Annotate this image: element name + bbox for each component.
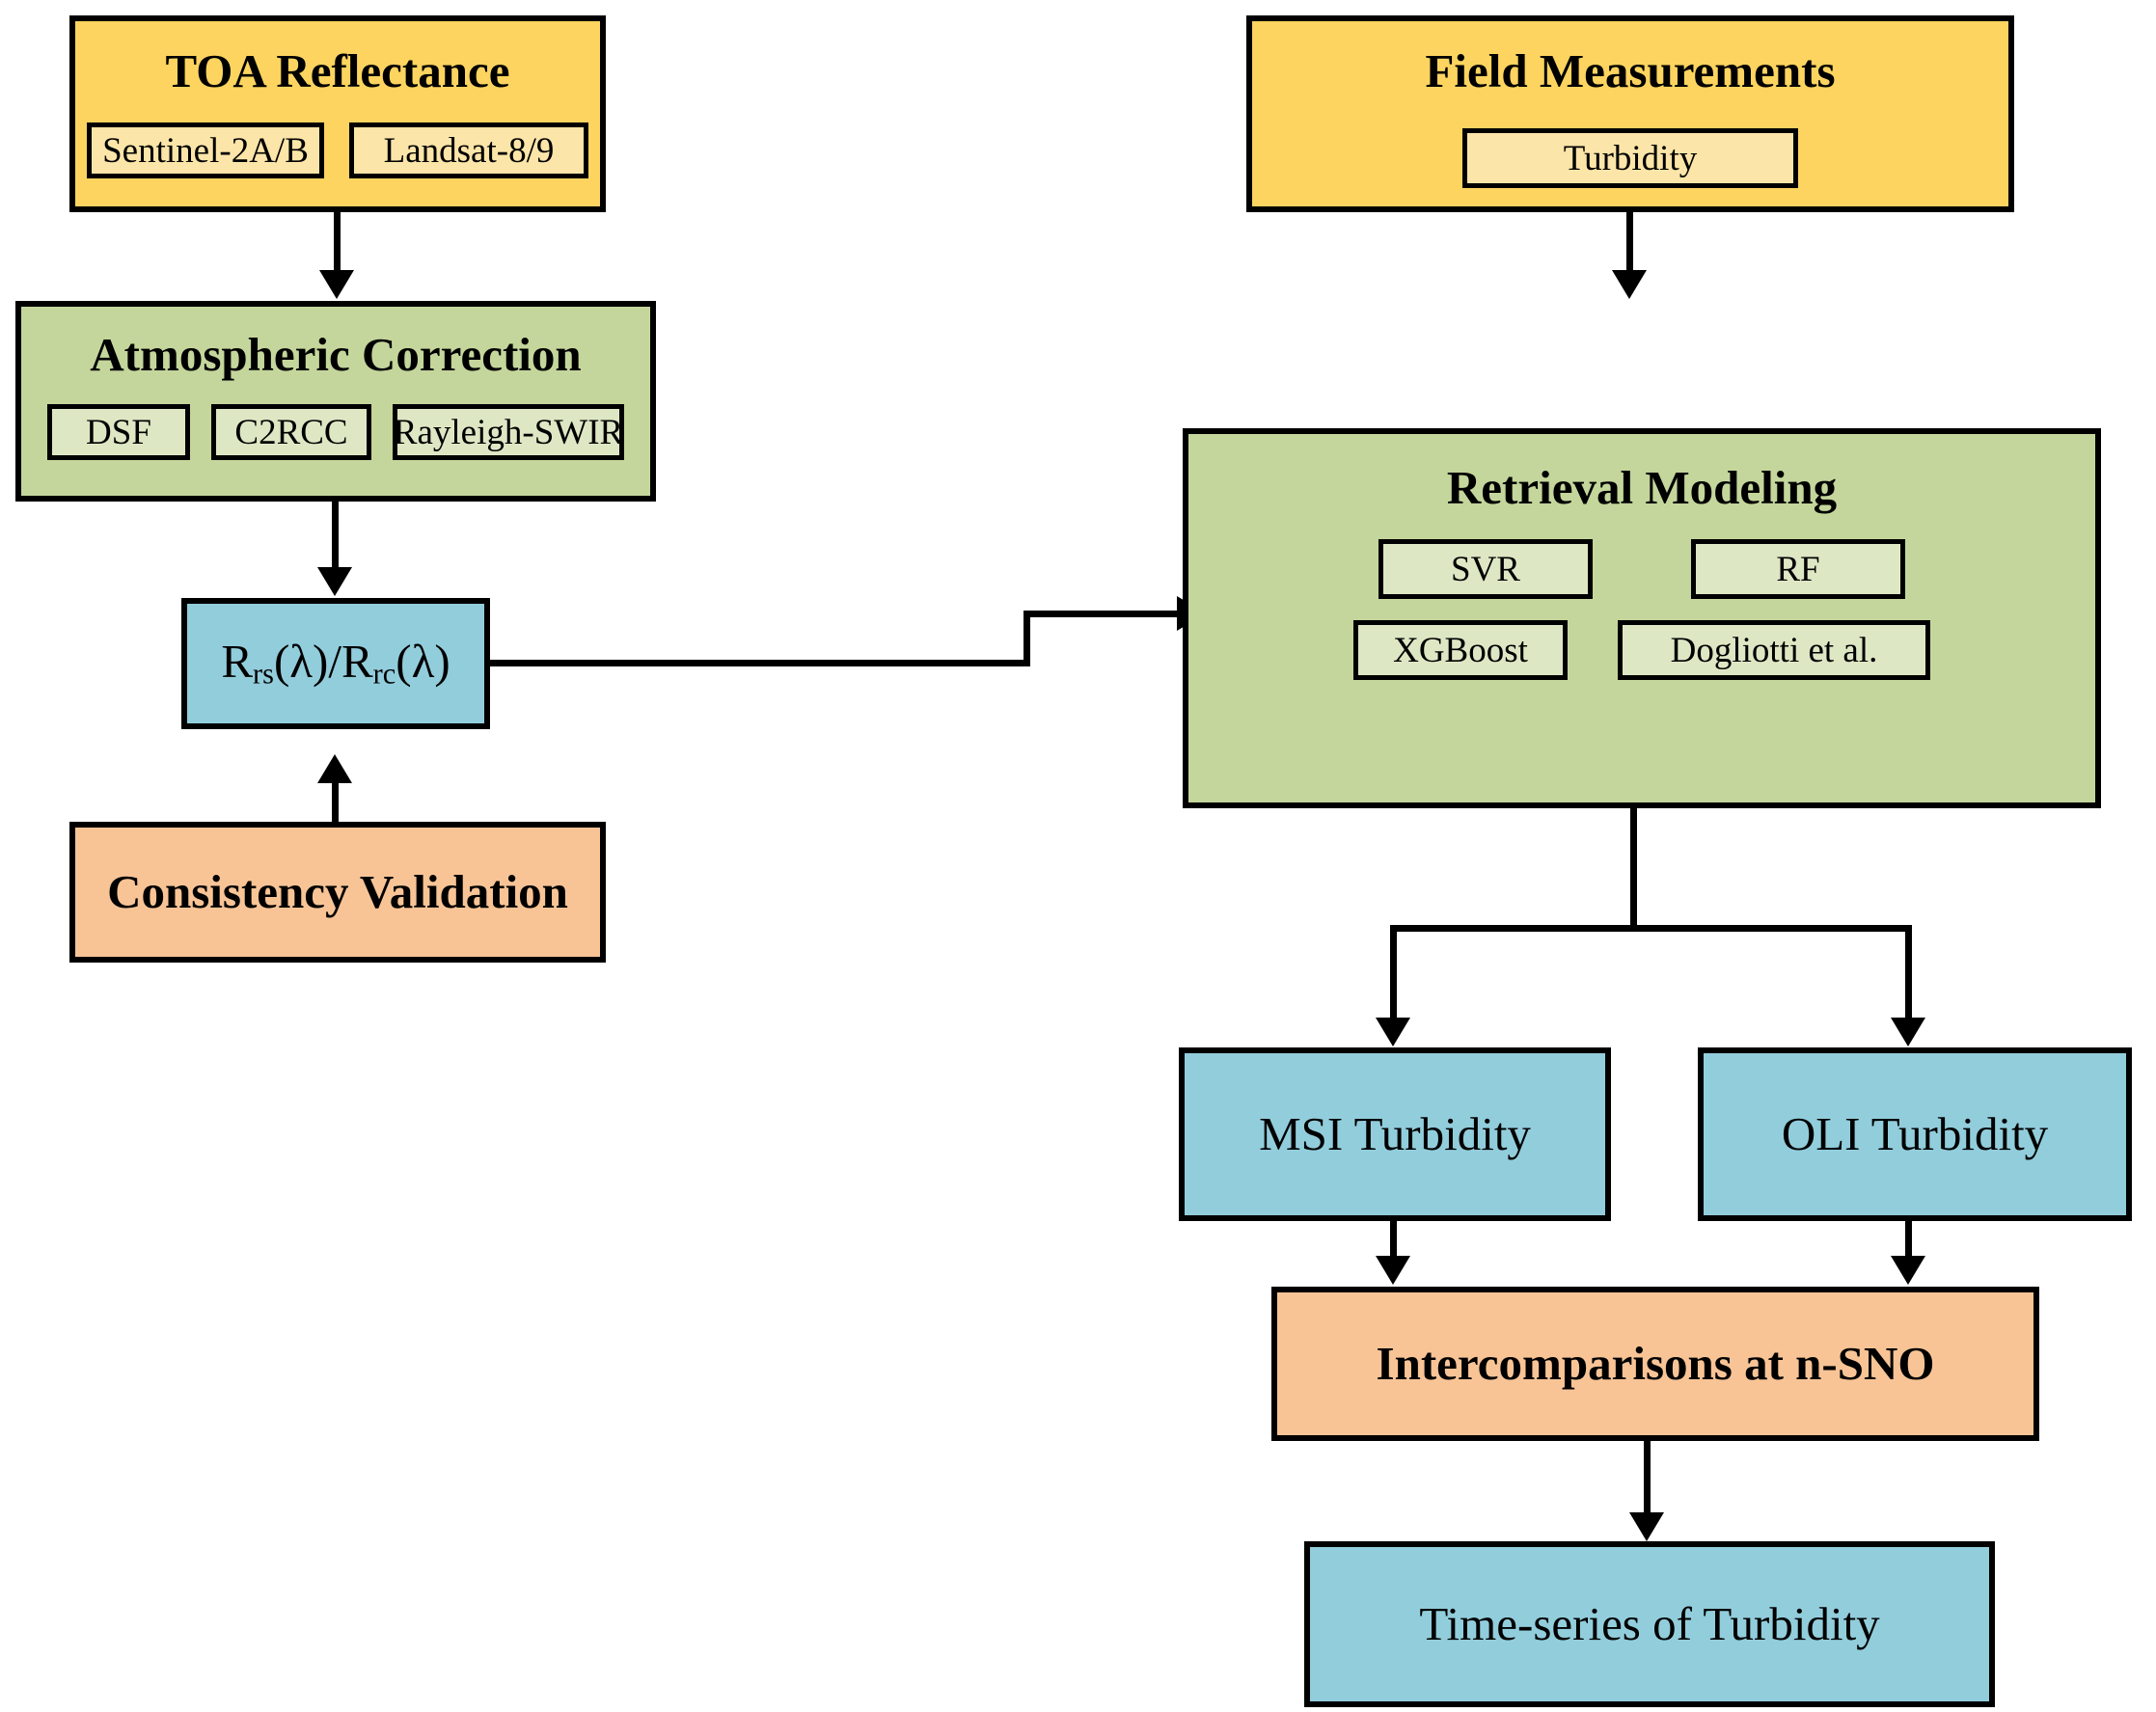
node-time-series[interactable]: Time-series of Turbidity — [1304, 1541, 1995, 1707]
edge-ac-to-rrs-arrowhead — [317, 567, 352, 596]
rrs-subscript: rs — [253, 657, 274, 691]
retrieval-modeling-children-row2: XGBoost Dogliotti et al. — [1353, 620, 1930, 681]
edge-rrs-to-rm-v — [1023, 611, 1030, 666]
edge-ic-to-ts-line — [1644, 1441, 1651, 1520]
node-field-measurements[interactable]: Field Measurements Turbidity — [1246, 15, 2014, 212]
node-atmospheric-correction-title: Atmospheric Correction — [90, 328, 582, 381]
edge-rm-split-bar — [1390, 925, 1912, 932]
node-toa-reflectance[interactable]: TOA Reflectance Sentinel-2A/B Landsat-8/… — [69, 15, 606, 212]
edge-msi-to-ic-line — [1390, 1221, 1397, 1264]
node-intercomparisons-title: Intercomparisons at n-SNO — [1376, 1337, 1935, 1391]
edge-rm-to-oli-line — [1905, 925, 1912, 1025]
node-consistency-validation-title: Consistency Validation — [107, 865, 568, 919]
node-retrieval-modeling-title: Retrieval Modeling — [1446, 461, 1838, 514]
atmospheric-correction-children: DSF C2RCC Rayleigh-SWIR — [47, 404, 624, 461]
node-reflectance-product-label: Rrs(λ)/Rrc(λ) — [221, 637, 450, 691]
sub-box-dsf[interactable]: DSF — [47, 404, 190, 461]
node-msi-turbidity-label: MSI Turbidity — [1259, 1107, 1531, 1161]
edge-cv-to-rrs-line — [332, 783, 339, 824]
edge-ic-to-ts-arrowhead — [1629, 1512, 1664, 1541]
rrc-suffix: (λ) — [396, 635, 450, 689]
edge-rm-to-oli-arrowhead — [1891, 1018, 1925, 1046]
edge-cv-to-rrs-arrowhead — [317, 754, 352, 783]
edge-oli-to-ic-arrowhead — [1891, 1256, 1925, 1285]
sub-box-dogliotti[interactable]: Dogliotti et al. — [1618, 620, 1930, 681]
retrieval-modeling-children-row1: SVR RF — [1378, 539, 1905, 600]
sub-box-landsat[interactable]: Landsat-8/9 — [349, 122, 588, 179]
node-oli-turbidity[interactable]: OLI Turbidity — [1698, 1047, 2132, 1221]
sub-box-turbidity[interactable]: Turbidity — [1462, 128, 1798, 189]
rrs-mid: (λ)/R — [273, 635, 373, 689]
node-reflectance-product[interactable]: Rrs(λ)/Rrc(λ) — [181, 598, 490, 729]
node-toa-reflectance-title: TOA Reflectance — [165, 44, 510, 97]
sub-box-rayleigh-swir[interactable]: Rayleigh-SWIR — [393, 404, 624, 461]
edge-rrs-to-rm-h1 — [490, 660, 1030, 666]
node-atmospheric-correction[interactable]: Atmospheric Correction DSF C2RCC Rayleig… — [15, 301, 656, 502]
node-consistency-validation[interactable]: Consistency Validation — [69, 822, 606, 963]
node-msi-turbidity[interactable]: MSI Turbidity — [1179, 1047, 1611, 1221]
node-time-series-label: Time-series of Turbidity — [1419, 1597, 1880, 1651]
edge-fm-to-rm-arrowhead — [1612, 270, 1647, 299]
rrc-subscript: rc — [372, 657, 396, 691]
edge-rm-to-msi-line — [1390, 925, 1397, 1025]
sub-box-sentinel[interactable]: Sentinel-2A/B — [87, 122, 324, 179]
node-intercomparisons[interactable]: Intercomparisons at n-SNO — [1271, 1287, 2039, 1441]
field-measurements-children: Turbidity — [1462, 128, 1798, 189]
sub-box-c2rcc[interactable]: C2RCC — [211, 404, 371, 461]
edge-toa-to-ac-arrowhead — [319, 270, 354, 299]
sub-box-xgboost[interactable]: XGBoost — [1353, 620, 1568, 681]
edge-fm-to-rm-line — [1626, 212, 1633, 272]
edge-rrs-to-rm-h2 — [1023, 611, 1184, 617]
edge-msi-to-ic-arrowhead — [1376, 1256, 1410, 1285]
node-retrieval-modeling[interactable]: Retrieval Modeling SVR RF XGBoost Doglio… — [1183, 428, 2101, 808]
edge-rm-split-stem — [1630, 808, 1637, 932]
edge-ac-to-rrs-line — [332, 502, 339, 571]
edge-toa-to-ac-line — [334, 212, 341, 272]
edge-rm-to-msi-arrowhead — [1376, 1018, 1410, 1046]
toa-reflectance-children: Sentinel-2A/B Landsat-8/9 — [87, 122, 588, 179]
node-field-measurements-title: Field Measurements — [1425, 44, 1836, 97]
edge-oli-to-ic-line — [1905, 1221, 1912, 1264]
sub-box-rf[interactable]: RF — [1691, 539, 1905, 600]
sub-box-svr[interactable]: SVR — [1378, 539, 1593, 600]
node-oli-turbidity-label: OLI Turbidity — [1781, 1107, 2049, 1161]
rrs-prefix: R — [221, 635, 254, 689]
